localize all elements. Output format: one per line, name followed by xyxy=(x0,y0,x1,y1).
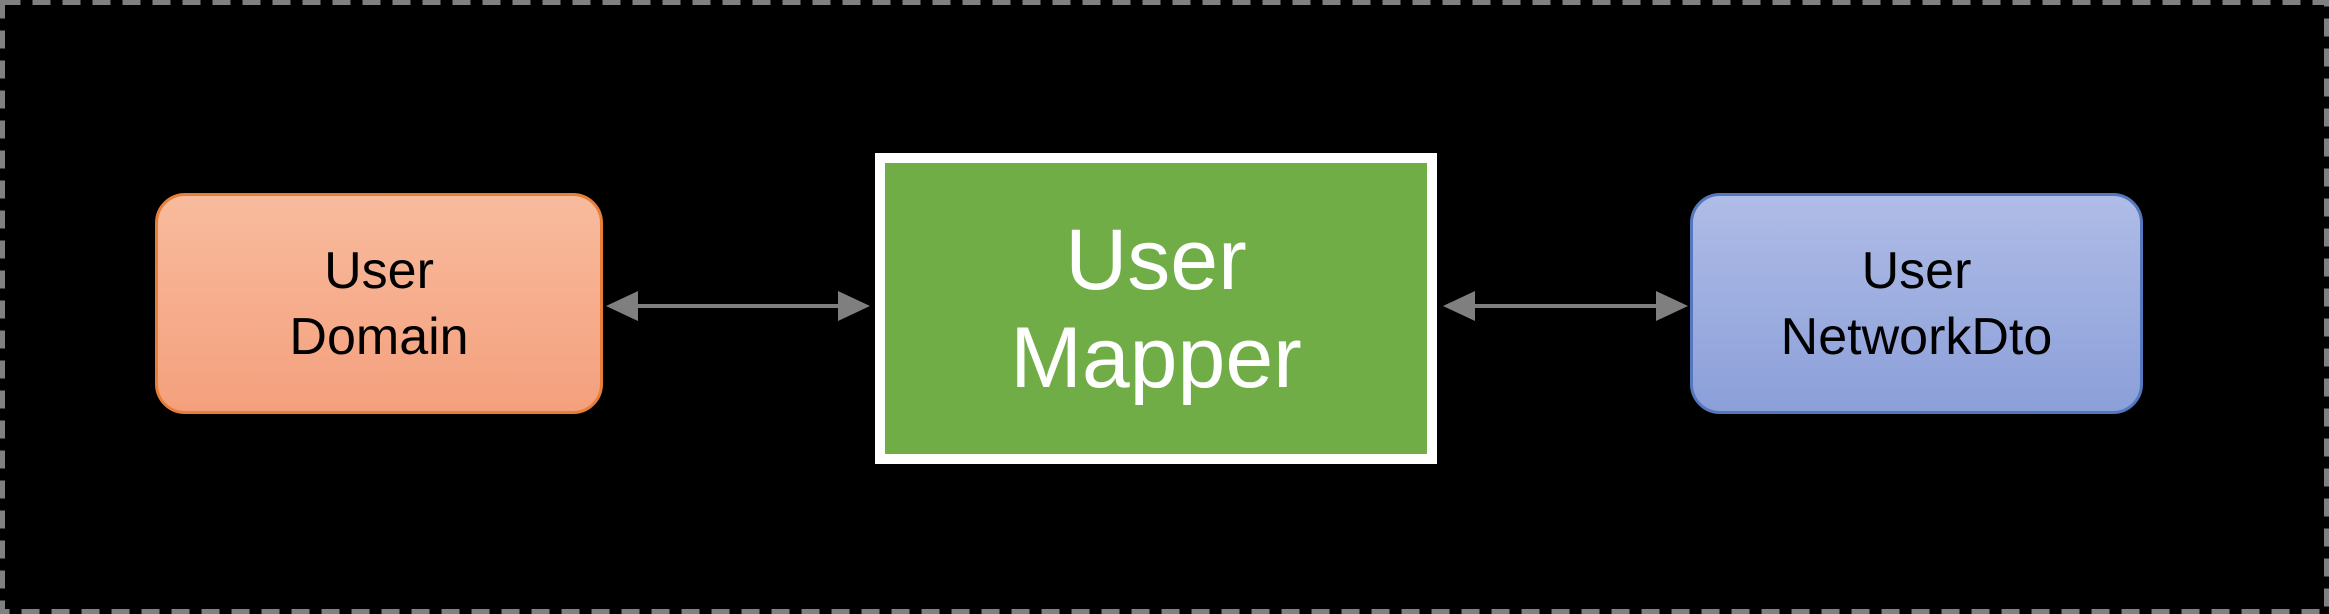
connector-domain-mapper xyxy=(606,291,870,321)
node-label: User NetworkDto xyxy=(1780,241,2053,366)
connector-mapper-networkdto xyxy=(1443,291,1688,321)
node-label: User Domain xyxy=(289,241,469,366)
node-label: User Mapper xyxy=(1010,211,1302,406)
arrowhead-left-icon xyxy=(1443,291,1475,321)
node-user-domain: User Domain xyxy=(155,193,603,414)
node-user-mapper: User Mapper xyxy=(875,153,1437,464)
node-user-networkdto: User NetworkDto xyxy=(1690,193,2143,414)
arrowhead-right-icon xyxy=(838,291,870,321)
arrowhead-left-icon xyxy=(606,291,638,321)
arrowhead-right-icon xyxy=(1656,291,1688,321)
